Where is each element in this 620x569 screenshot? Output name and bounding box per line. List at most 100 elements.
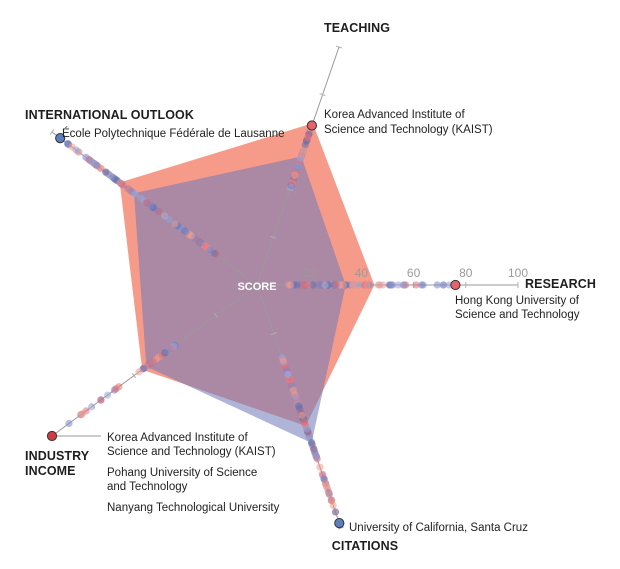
university-dot: [161, 212, 169, 220]
scale-tick-label: 100: [508, 266, 528, 280]
university-dot: [102, 168, 110, 176]
university-dot: [286, 377, 294, 386]
highlight-label-industry: Korea Advanced Institute of Science and T…: [107, 432, 280, 514]
university-dot: [279, 357, 287, 365]
highlight-label-line: and Technology: [107, 481, 188, 493]
highlight-label-international: École Polytechnique Fédérale de Lausanne: [62, 127, 285, 140]
highlight-label-citations: University of California, Santa Cruz: [349, 522, 528, 534]
highlight-label-line: Hong Kong University of: [455, 295, 580, 307]
university-dot: [87, 403, 96, 411]
axis-tick-industry: [213, 312, 219, 318]
university-dot: [182, 228, 190, 236]
university-dot: [318, 470, 326, 478]
university-dot: [304, 281, 312, 289]
university-dot: [187, 232, 195, 240]
scale-ticks: 20 40 60 80 100: [303, 266, 529, 280]
university-dot: [316, 463, 324, 471]
university-dot: [325, 490, 333, 498]
highlight-dot-citations: [334, 518, 345, 529]
axis-tick-citations: [270, 332, 277, 336]
university-dot: [321, 281, 329, 289]
university-dot: [299, 147, 307, 155]
university-dot: [291, 172, 299, 180]
university-dot: [68, 143, 76, 151]
highlight-label-line: Korea Advanced Institute of: [324, 109, 465, 121]
university-dot: [355, 281, 363, 289]
university-dot: [304, 133, 312, 141]
university-dot: [295, 404, 304, 412]
university-dot: [331, 508, 340, 516]
university-dot: [303, 425, 311, 433]
highlight-label-line: Nanyang Technological University: [107, 502, 280, 514]
university-dot: [143, 199, 151, 207]
university-dot: [77, 411, 85, 419]
university-dot: [171, 220, 179, 228]
axis-tick-teaching: [336, 45, 342, 49]
highlight-markers: Korea Advanced Institute of Science and T…: [46, 109, 580, 534]
axis-title-international: INTERNATIONAL OUTLOOK: [25, 108, 194, 122]
university-dot: [363, 281, 371, 289]
university-dot: [145, 361, 153, 369]
university-dot: [379, 281, 387, 289]
highlight-dot-teaching: [306, 120, 317, 131]
highlight-dot-industry: [46, 430, 58, 442]
highlight-label-line: Korea Advanced Institute of: [107, 432, 248, 444]
university-dot: [112, 385, 120, 393]
university-dot: [119, 181, 127, 189]
university-dot: [307, 439, 316, 447]
university-dot: [211, 249, 219, 258]
university-dot: [394, 281, 402, 289]
highlight-dot-international: [55, 133, 66, 144]
highlight-dot-research: [450, 279, 461, 291]
university-dot: [88, 158, 96, 166]
center-label: SCORE: [237, 281, 276, 293]
university-dot: [93, 161, 101, 169]
axis-tick-industry: [131, 372, 137, 379]
highlight-label-line: Science and Technology (KAIST): [107, 446, 276, 458]
university-dot: [433, 281, 441, 289]
university-dot: [201, 242, 209, 250]
university-dot: [419, 281, 427, 289]
university-dot: [349, 281, 357, 289]
university-dot: [286, 281, 295, 289]
university-dot: [412, 281, 420, 289]
highlight-label-line: Pohang University of Science: [107, 467, 257, 479]
university-dot: [328, 497, 336, 505]
axis-tick-teaching: [270, 235, 277, 239]
university-dot: [65, 419, 73, 427]
university-dot: [131, 190, 139, 198]
scale-tick-label: 20: [303, 266, 317, 280]
university-dot: [399, 281, 407, 289]
axis-title-teaching: TEACHING: [324, 21, 390, 35]
university-dot: [284, 370, 292, 379]
university-dots: [64, 125, 453, 516]
axis-title-research: RESEARCH: [525, 277, 596, 291]
university-dot: [135, 368, 143, 376]
university-dot: [332, 281, 340, 289]
highlight-label-teaching: Korea Advanced Institute of Science and T…: [324, 109, 493, 136]
university-dot: [287, 183, 295, 191]
highlight-label-line: Science and Technology (KAIST): [324, 124, 493, 136]
score-polygon-2: [134, 156, 346, 443]
university-dot: [312, 453, 320, 461]
scale-tick-label: 80: [459, 266, 473, 280]
scale-tick-label: 40: [355, 266, 369, 280]
axis-title-line: INDUSTRY: [25, 449, 90, 463]
axis-title-line: INCOME: [25, 464, 76, 478]
university-dot: [292, 393, 300, 401]
axis-tick-citations: [338, 526, 344, 530]
university-dot: [440, 281, 448, 289]
scale-tick-label: 60: [407, 266, 421, 280]
university-dot: [289, 386, 297, 394]
university-dot: [294, 162, 302, 170]
university-dot: [161, 349, 169, 357]
university-dot: [339, 281, 347, 289]
highlight-label-line: University of California, Santa Cruz: [349, 522, 528, 534]
university-dot: [104, 391, 112, 399]
university-dot: [293, 281, 301, 289]
highlight-label-line: École Polytechnique Fédérale de Lausanne: [62, 127, 285, 140]
